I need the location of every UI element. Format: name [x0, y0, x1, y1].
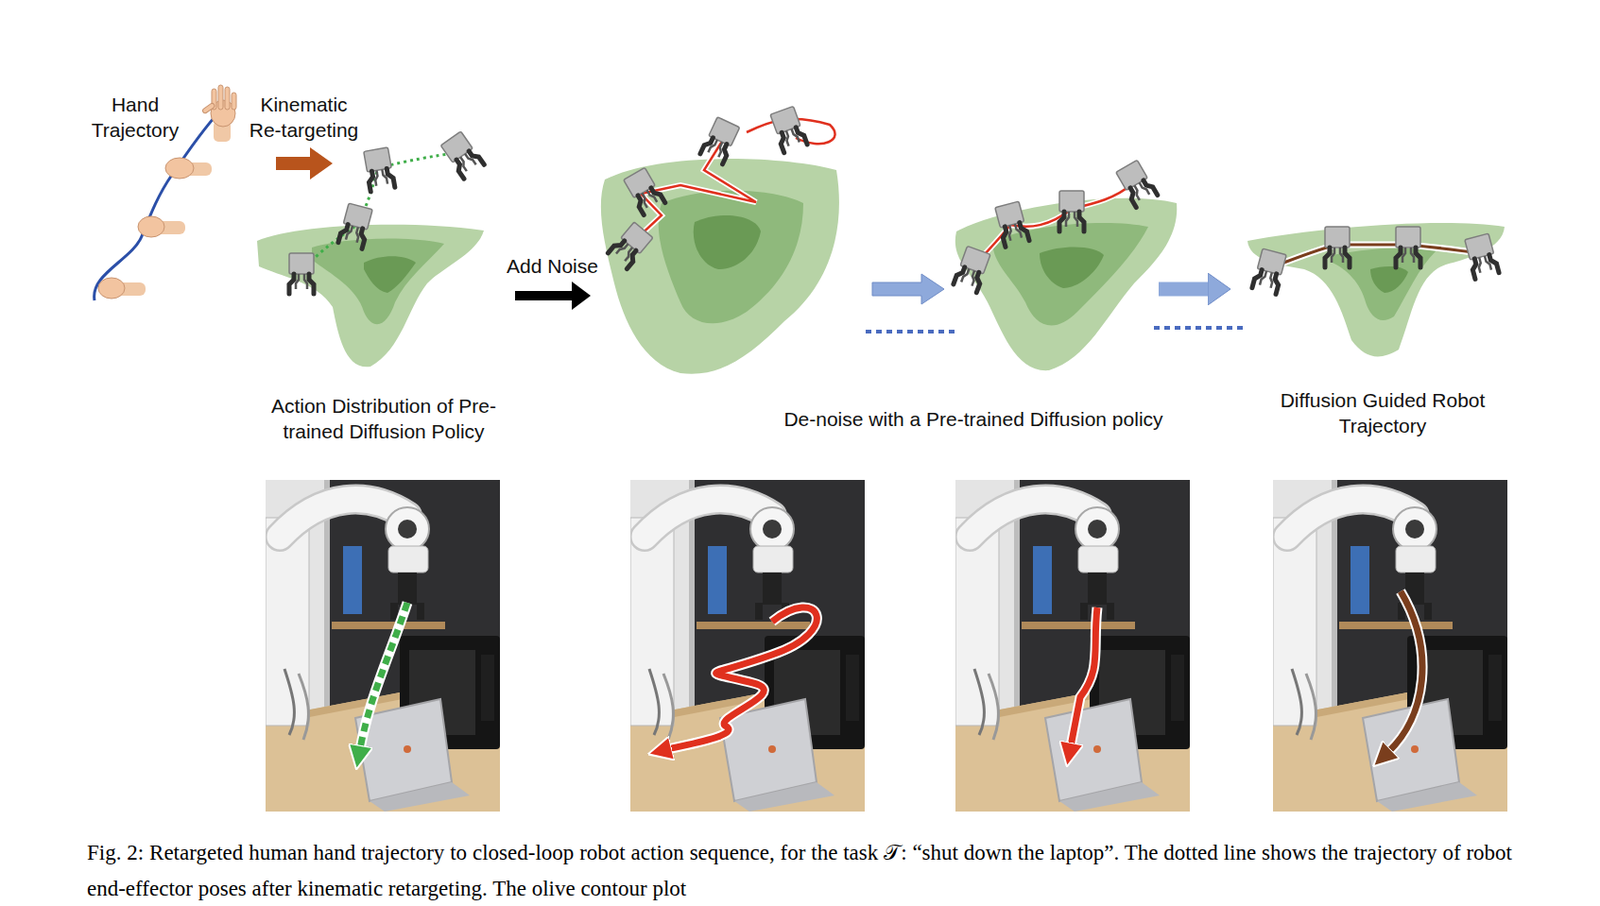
robot-photo — [630, 480, 865, 812]
robot-photo — [1273, 480, 1508, 812]
robot-photo — [955, 480, 1190, 812]
robot-photo — [1070, 607, 1098, 747]
noisy-trajectory-contour — [658, 190, 804, 325]
arrow-label: Add Noise — [496, 253, 610, 279]
hand-open — [202, 103, 216, 115]
robot-photo — [265, 480, 500, 812]
partially-denoised-contour — [1116, 159, 1158, 207]
flow-arrow — [515, 291, 572, 301]
action-distribution-contour — [363, 147, 396, 192]
partially-denoised-contour — [1059, 190, 1084, 232]
partially-denoised-contour — [995, 201, 1030, 247]
robot-photo — [1273, 480, 1508, 812]
guided-trajectory-contour — [1271, 244, 1480, 268]
hand-trajectory-illustration — [94, 85, 237, 301]
hand-fist — [165, 157, 212, 179]
partially-denoised-contour — [1039, 246, 1104, 289]
noisy-trajectory-contour — [601, 158, 840, 375]
hand-open — [231, 92, 237, 110]
noisy-trajectory-contour — [607, 222, 654, 270]
guided-trajectory-contour — [1247, 223, 1505, 357]
panel-node: Diffusion Guided Robot Trajectory — [1229, 189, 1513, 445]
robot-photo — [360, 602, 408, 750]
partially-denoised-contour — [974, 183, 1134, 266]
noisy-trajectory-contour — [623, 167, 666, 215]
panel-node: De-noise with a Pre-trained Diffusion po… — [589, 94, 1159, 445]
panel-caption: Action Distribution of Pre-trained Diffu… — [252, 393, 516, 446]
robot-photo — [668, 607, 817, 750]
partially-denoised-contour — [953, 159, 1177, 371]
panel-caption: Diffusion Guided Robot Trajectory — [1263, 387, 1502, 440]
action-distribution-contour — [338, 203, 373, 249]
robot-photo — [955, 480, 1190, 812]
robot-photo — [630, 480, 865, 812]
hand-fist — [98, 277, 125, 299]
guided-trajectory-contour — [1324, 226, 1350, 268]
noisy-trajectory-contour — [601, 105, 840, 374]
panel-node: Action Distribution of Pre-trained Diffu… — [331, 94, 516, 445]
robot-photo — [1388, 591, 1423, 753]
guided-trajectory-contour — [1247, 223, 1505, 357]
flow-arrow — [1158, 282, 1208, 297]
guided-trajectory-contour — [1464, 233, 1499, 279]
panel-caption: Hand Trajectory — [83, 91, 188, 144]
action-distribution-contour — [289, 253, 314, 294]
partially-denoised-contour — [953, 245, 991, 293]
noisy-trajectory-contour — [693, 215, 761, 270]
guided-trajectory-contour — [1252, 248, 1287, 294]
hand-fist — [137, 216, 165, 238]
flow-arrow — [275, 156, 310, 171]
guided-trajectory-contour — [1395, 226, 1421, 268]
action-distribution-contour — [257, 224, 484, 368]
denoise-step-arrow — [865, 329, 955, 334]
partially-denoised-contour — [974, 183, 1134, 266]
robot-photo — [1388, 591, 1423, 753]
denoise-step-arrow — [1153, 326, 1244, 330]
arrow-label: Kinematic Re-targeting — [242, 91, 366, 144]
action-distribution-contour — [311, 238, 445, 325]
guided-trajectory-contour — [1370, 266, 1409, 293]
hand-open — [224, 86, 230, 110]
action-distribution-contour — [363, 256, 416, 293]
panel-node: Hand Trajectory — [86, 86, 276, 314]
guided-trajectory-contour — [1271, 244, 1480, 268]
robot-photo — [1070, 607, 1098, 747]
figure-caption: Fig. 2: Retargeted human hand trajectory… — [86, 835, 1513, 906]
robot-photo — [668, 607, 817, 750]
hand-open — [218, 85, 224, 110]
action-distribution-contour — [440, 131, 484, 179]
hand-fist — [165, 157, 194, 179]
robot-photo — [265, 480, 500, 812]
action-distribution-contour — [257, 131, 484, 367]
panel-caption: De-noise with a Pre-trained Diffusion po… — [689, 406, 1257, 432]
partially-denoised-contour — [992, 223, 1149, 327]
robot-photo — [360, 602, 408, 750]
hand-fist — [137, 216, 186, 238]
noisy-trajectory-contour — [770, 105, 808, 153]
denoise-step-arrow — [872, 274, 945, 305]
hand-fist — [98, 277, 146, 299]
hand-open — [202, 85, 237, 142]
noisy-trajectory-contour — [700, 117, 740, 165]
